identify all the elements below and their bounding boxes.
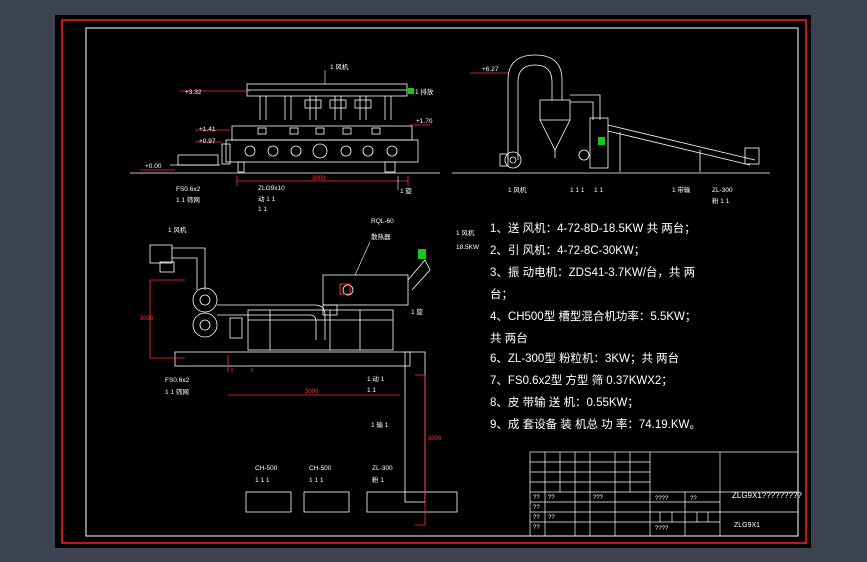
plan-screen-sub: 1 1 筛网 [165,387,189,396]
level-label-4: +1.70 [416,118,433,125]
title-block-title: ZLG9X1????????? [732,491,802,500]
tb-cell-e: ?? [548,495,555,501]
spec-line-9: 8、皮 带输 送 机：0.55KW； [490,395,639,409]
spec-line-3: 3、振 动电机：ZDS41-3.7KW/台，共 两 [490,265,695,279]
tb-cell-c: ??? [593,495,604,501]
spec-line-10: 9、成 套设备 装 机总 功 率：74.19.KW。 [490,417,701,431]
plan-dim-3: 3000 [428,436,442,442]
spec-line-8: 7、FS0.6x2型 方型 筛 0.37KWX2； [490,373,673,387]
cyclone-fan-label: 1 风机 [508,185,527,194]
spec-line-1: 1、送 风机：4-72-8D-18.5KW 共 两台； [490,221,696,235]
crusher-model-label: ZL-300 [712,187,733,194]
spec-line-6: 共 两台 [490,331,528,345]
plan-fan-label: 1 风机 [168,225,187,234]
spec-line-2: 2、引 风机：4-72-8C-30KW； [490,243,645,257]
plan-mixer-1-sub: 1 1 1 [255,477,270,484]
dryer-right-label: 1 旋 [400,186,412,195]
level-label-1: +3.32 [185,89,202,96]
tb-cell-i: ?? [533,525,540,531]
plan-blower-label: 1 风机 [456,228,475,237]
plan-mixer-2: CH-500 [309,465,332,472]
tb-cell-h: ?? [533,515,540,521]
dryer-feed-motor [408,88,414,94]
cyclone-elevation [452,54,770,174]
plan-dims [149,279,426,526]
cyclone-motor [598,137,605,145]
tb-cell-b: ?? [690,496,697,502]
cyclone-sub-label: 1 1 1 [570,187,585,194]
dryer-fan-label: 1 风机 [330,62,349,71]
plan-motor-sub: 1 动 1 [367,375,385,383]
plan-screen-model: FS0.6x2 [165,377,190,384]
crusher-sub-label: 粉 1 1 [712,196,730,205]
title-block [529,451,799,537]
level-label-5: +0.00 [145,163,162,170]
level-label-2: +1.41 [199,126,216,133]
plan-crusher-sub: 粉 1 [372,475,384,484]
drawing-border [85,27,799,537]
plan-dim-2: 3000 [305,389,319,395]
spec-line-7: 6、ZL-300型 粉粒机：3KW；共 两台 [490,351,679,365]
spec-list: 1、送 风机：4-72-8D-18.5KW 共 两台； 2、引 风机：4-72-… [490,221,701,431]
plan-heater-outlet [339,283,351,295]
cyclone-level-top: +6.27 [482,66,499,73]
paper [55,15,811,548]
spec-line-5: 4、CH500型 槽型混合机功率：5.5KW； [490,309,696,323]
plan-right-label: 1 旋 [411,307,423,316]
plan-blower-motor [418,249,426,259]
plan-heater-label: 散热器 [371,232,391,241]
dryer-elevation [130,83,440,174]
tb-cell-d: ?? [533,495,540,501]
tb-cell-f: ?? [533,505,540,511]
plan-view [149,244,458,513]
tb-cell-j: ?? [548,515,555,521]
plan-dim-1: 3000 [140,316,154,322]
plan-mixer-2-sub: 1 1 1 [309,477,324,484]
tb-cell-g: ???? [655,526,669,532]
plan-mixer-1: CH-500 [255,465,278,472]
level-label-3: +0.97 [199,138,216,145]
dryer-sub-label: 动 1 1 [258,195,276,203]
outer-frame [61,19,807,544]
dryer-exhaust-label: 1 排放 [415,87,434,96]
title-block-drawing-no: ZLG9X1 [734,522,760,529]
conveyor-label: 1 带输 [672,185,691,194]
plan-heater-model: RQL-60 [371,218,394,225]
dryer-dim-length: 3000 [312,176,326,182]
plan-conveyor-label: 1 输 1 [371,420,389,429]
plan-motor-sub-2: 1 1 [367,387,376,394]
spec-line-4: 台； [490,287,513,301]
screen-model-label: FS0.6x2 [176,186,201,193]
cyclone-motor-label: 1 1 [594,187,603,194]
plan-blower-power: 18.5KW [456,244,480,251]
dryer-model-label: ZLG9x10 [258,185,285,192]
dryer-sub-label-2: 1 1 [258,206,267,213]
tb-cell-a: ???? [655,496,669,502]
plan-crusher: ZL-300 [372,465,393,472]
dryer-dims [140,90,430,186]
screen-sub-label: 1 1 筛网 [176,195,200,204]
